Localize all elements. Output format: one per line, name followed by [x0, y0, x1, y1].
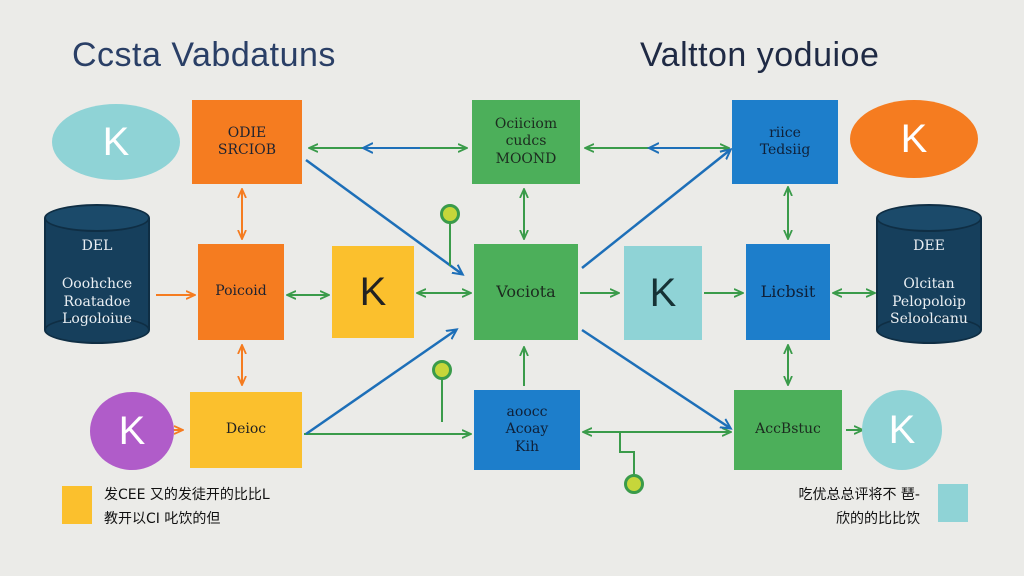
ellipse-k-top-right: K [850, 100, 978, 178]
legend-swatch-cyan [938, 484, 968, 522]
node-blue-mid-label: Licbsit [760, 282, 816, 301]
node-green-bottom-label: AccBstuc [755, 421, 821, 438]
connector-dot-top [440, 204, 460, 224]
database-left-lines: Ooohchce Roatadoe Logoloiue [61, 276, 133, 327]
node-yellow-bottom-label: Deioc [225, 421, 267, 438]
node-orange-mid: Poicoid [198, 244, 284, 340]
node-orange-mid-label: Poicoid [215, 283, 267, 300]
node-k-cyan-label: K [649, 271, 677, 315]
diagram-title-right: Valtton yoduioe [640, 36, 880, 74]
node-green-top-label: Ociiciom cudcs MOOND [494, 115, 558, 167]
diag-green-center-blue-top [581, 150, 730, 269]
ellipse-k-bottom-left: K [90, 392, 174, 470]
node-blue-top: riice Tedsiig [732, 100, 838, 184]
database-left-heading: DEL [81, 238, 113, 254]
connector-dot-left [432, 360, 452, 380]
database-right: DEE Olcitan Pelopoloip Seloolcanu [876, 204, 982, 344]
legend-text-right: 吃优总总评将不 琶- 欣的的比比饮 [798, 487, 920, 527]
node-blue-mid: Licbsit [746, 244, 830, 340]
legend-swatch-yellow [62, 486, 92, 524]
node-k-yellow-label: K [359, 270, 387, 314]
dot-stem-bottom [619, 432, 635, 474]
node-green-center: Vociota [474, 244, 578, 340]
node-blue-bottom: aoocc Acoay Kih [474, 390, 580, 470]
legend-text-left: 发CEE 又的发徒开的比比L 教开以CI 叱饮的但 [104, 487, 270, 527]
database-right-lines: Olcitan Pelopoloip Seloolcanu [890, 276, 968, 327]
ellipse-k-label: K [102, 119, 130, 164]
node-green-bottom: AccBstuc [734, 390, 842, 470]
node-green-center-label: Vociota [496, 282, 556, 301]
diag-orange-top-green-center [305, 158, 462, 274]
database-left: DEL Ooohchce Roatadoe Logoloiue [44, 204, 150, 344]
node-yellow-bottom: Deioc [190, 392, 302, 468]
ellipse-k-label: K [888, 407, 916, 452]
diag-yellow-green-center [305, 330, 456, 436]
diag-green-center-green-bottom [581, 328, 730, 428]
node-k-yellow: K [332, 246, 414, 338]
diagram-title-left: Ccsta Vabdatuns [72, 36, 336, 74]
node-blue-top-label: riice Tedsiig [759, 124, 811, 159]
ellipse-k-label: K [118, 408, 146, 453]
connector-dot-bottom [624, 474, 644, 494]
node-orange-top: ODIE SRCIOB [192, 100, 302, 184]
node-k-cyan: K [624, 246, 702, 340]
database-right-heading: DEE [913, 238, 945, 254]
ellipse-k-top-left: K [52, 104, 180, 180]
node-blue-bottom-label: aoocc Acoay Kih [505, 403, 549, 455]
ellipse-k-bottom-right: K [862, 390, 942, 470]
ellipse-k-label: K [900, 116, 928, 161]
node-green-top: Ociiciom cudcs MOOND [472, 100, 580, 184]
node-orange-top-label: ODIE SRCIOB [217, 124, 277, 159]
